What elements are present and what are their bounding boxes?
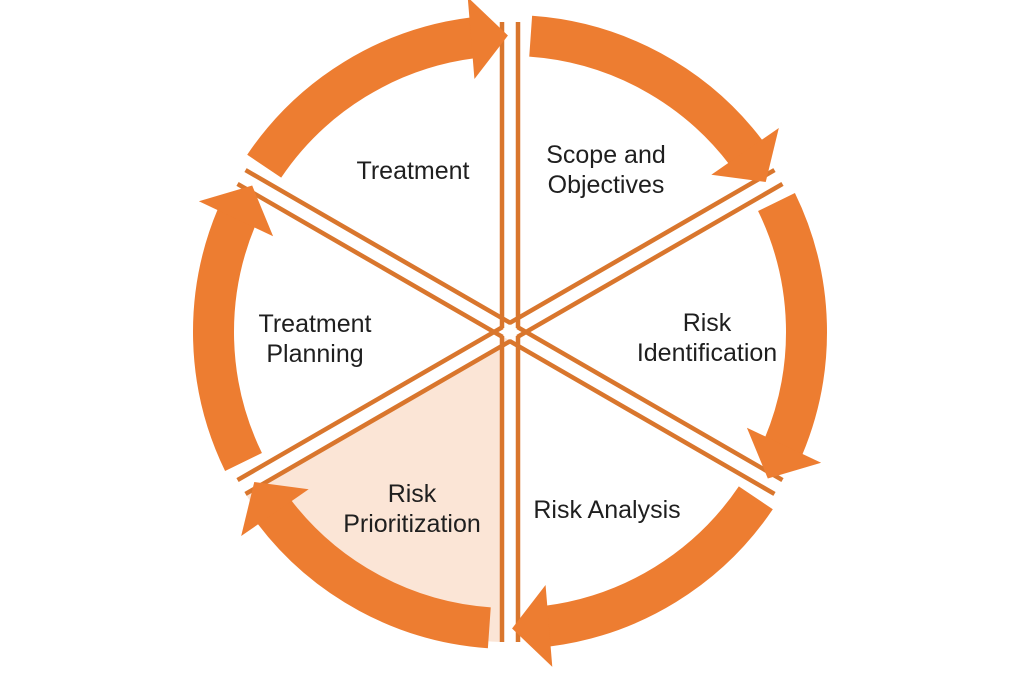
cycle-arc-risk-identification (757, 193, 827, 455)
spoke-line-risk-analysis (508, 338, 776, 496)
segment-label-treatment: Treatment (356, 157, 470, 185)
segment-label-risk-identification: Risk Identification (636, 309, 778, 367)
segment-label-risk-prioritization: Risk Prioritization (343, 480, 481, 538)
segment-label-scope-and-objectives: Scope and Objectives (546, 141, 666, 199)
spoke-line-treatment (244, 168, 512, 326)
arrowhead-scope-and-objectives (711, 127, 779, 182)
cycle-arc-treatment (247, 17, 476, 178)
spoke-line-treatment-planning (236, 325, 504, 483)
arrowhead-risk-identification (746, 427, 822, 479)
cycle-arc-treatment-planning (193, 209, 263, 471)
arrowhead-risk-analysis (512, 585, 553, 667)
sector-risk-identification (517, 183, 821, 481)
segment-label-risk-analysis: Risk Analysis (533, 496, 681, 524)
spoke-line-scope-and-objectives (508, 168, 776, 326)
spoke-line-treatment-planning (236, 181, 504, 339)
arrowhead-risk-prioritization (241, 482, 309, 537)
spoke-line-risk-prioritization (244, 338, 512, 496)
spoke-line-risk-identification (516, 325, 784, 483)
segment-label-treatment-planning: Treatment Planning (258, 310, 372, 368)
arrowhead-treatment (467, 0, 508, 79)
arrowhead-treatment-planning (198, 185, 274, 237)
spoke-line-risk-identification (516, 181, 784, 339)
sector-treatment-planning (199, 183, 503, 481)
cycle-arc-scope-and-objectives (529, 15, 763, 166)
cycle-arc-risk-prioritization (257, 498, 491, 649)
cycle-arc-risk-analysis (544, 486, 773, 647)
